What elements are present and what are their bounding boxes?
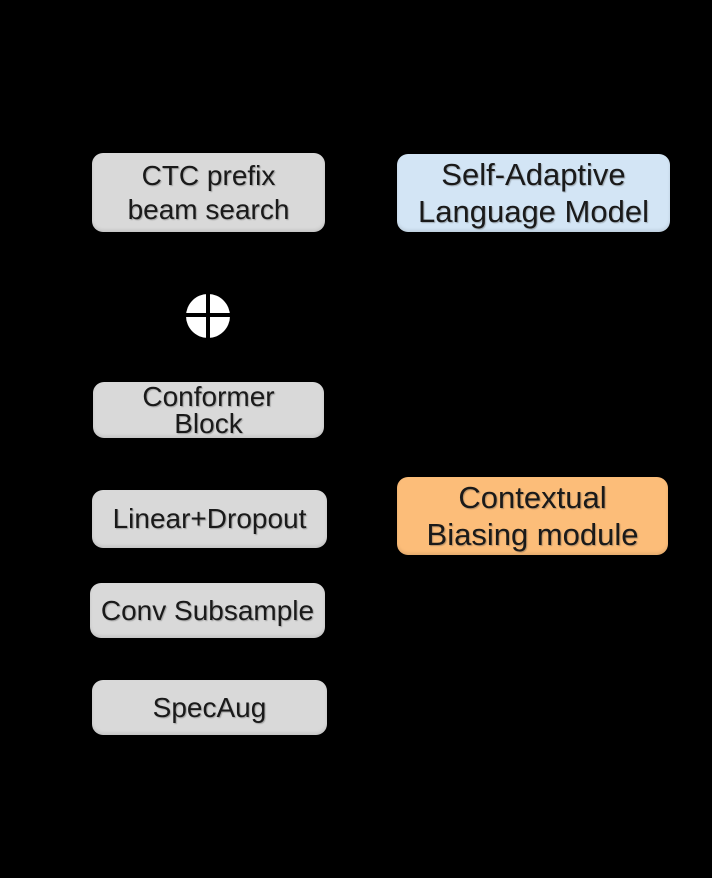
conv-subsample-box: Conv Subsample: [90, 583, 325, 638]
linear-dropout-box: Linear+Dropout: [92, 490, 327, 548]
ctc-prefix-beam-search-label: CTC prefix beam search: [127, 159, 290, 225]
contextual-biasing-module-label: Contextual Biasing module: [426, 480, 639, 552]
conv-subsample-label: Conv Subsample: [100, 594, 315, 626]
self-adaptive-language-model-box: Self-Adaptive Language Model: [397, 154, 670, 232]
ctc-prefix-beam-search-box: CTC prefix beam search: [92, 153, 325, 232]
conformer-block-box: Conformer Block: [93, 382, 324, 438]
specaug-box: SpecAug: [92, 680, 327, 735]
self-adaptive-language-model-label: Self-Adaptive Language Model: [418, 157, 649, 229]
specaug-label: SpecAug: [152, 691, 267, 723]
circle-plus-icon: [184, 292, 232, 340]
conformer-block-label: Conformer Block: [142, 381, 275, 439]
linear-dropout-label: Linear+Dropout: [112, 503, 307, 534]
contextual-biasing-module-box: Contextual Biasing module: [397, 477, 668, 555]
